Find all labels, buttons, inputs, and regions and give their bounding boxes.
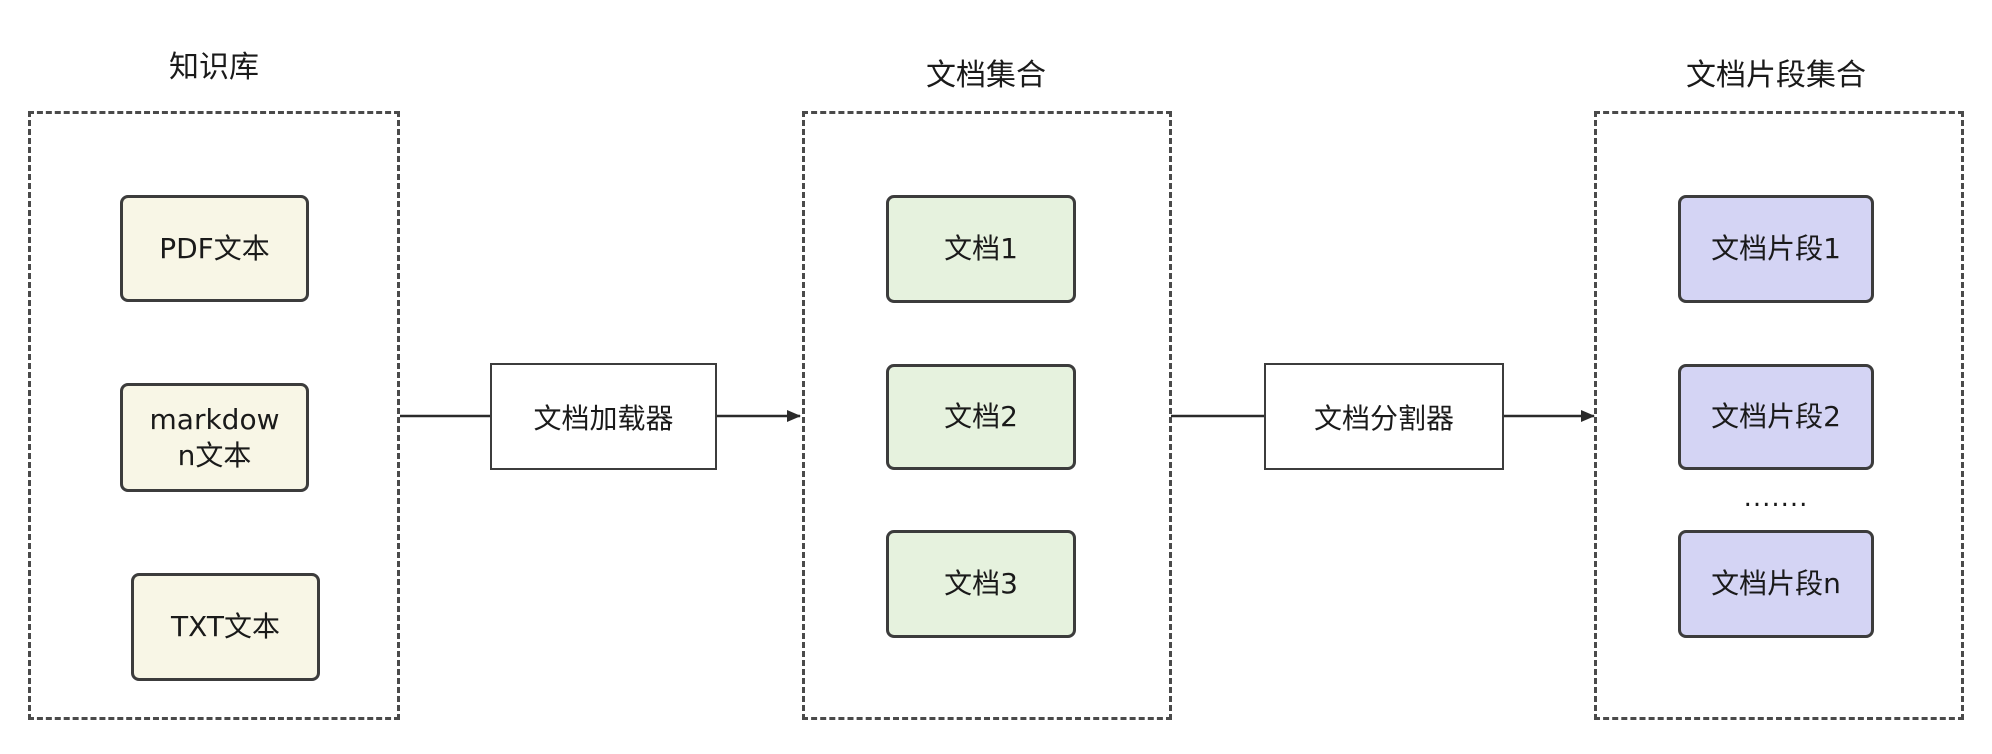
- processor-document-splitter: 文档分割器: [1264, 363, 1504, 470]
- group-fragment-set: [1594, 111, 1964, 720]
- node-txt-text: TXT文本: [131, 573, 320, 681]
- node-document-1-label: 文档1: [944, 232, 1018, 265]
- node-document-1: 文档1: [886, 195, 1076, 303]
- node-pdf-text-label: PDF文本: [159, 231, 270, 265]
- fragment-ellipsis: .......: [1743, 483, 1809, 513]
- node-fragment-1: 文档片段1: [1678, 195, 1874, 303]
- node-fragment-2-label: 文档片段2: [1711, 400, 1841, 433]
- processor-document-loader: 文档加载器: [490, 363, 717, 470]
- group-title-document-set: 文档集合: [926, 58, 1046, 93]
- group-title-fragment-set: 文档片段集合: [1686, 58, 1866, 93]
- group-knowledge-base: [28, 111, 400, 720]
- node-pdf-text: PDF文本: [120, 195, 309, 302]
- node-document-2-label: 文档2: [944, 400, 1018, 433]
- processor-document-loader-label: 文档加载器: [533, 401, 674, 435]
- group-title-knowledge-base: 知识库: [169, 50, 259, 85]
- processor-document-splitter-label: 文档分割器: [1313, 401, 1454, 435]
- node-markdown-text: markdow n文本: [120, 383, 309, 492]
- node-txt-text-label: TXT文本: [171, 610, 280, 643]
- node-fragment-1-label: 文档片段1: [1711, 232, 1841, 265]
- node-document-2: 文档2: [886, 364, 1076, 470]
- node-fragment-2: 文档片段2: [1678, 364, 1874, 470]
- node-fragment-n: 文档片段n: [1678, 530, 1874, 638]
- node-fragment-n-label: 文档片段n: [1711, 567, 1841, 600]
- node-document-3-label: 文档3: [944, 567, 1018, 600]
- node-markdown-text-label: markdow n文本: [149, 402, 280, 472]
- node-document-3: 文档3: [886, 530, 1076, 638]
- group-document-set: [802, 111, 1172, 720]
